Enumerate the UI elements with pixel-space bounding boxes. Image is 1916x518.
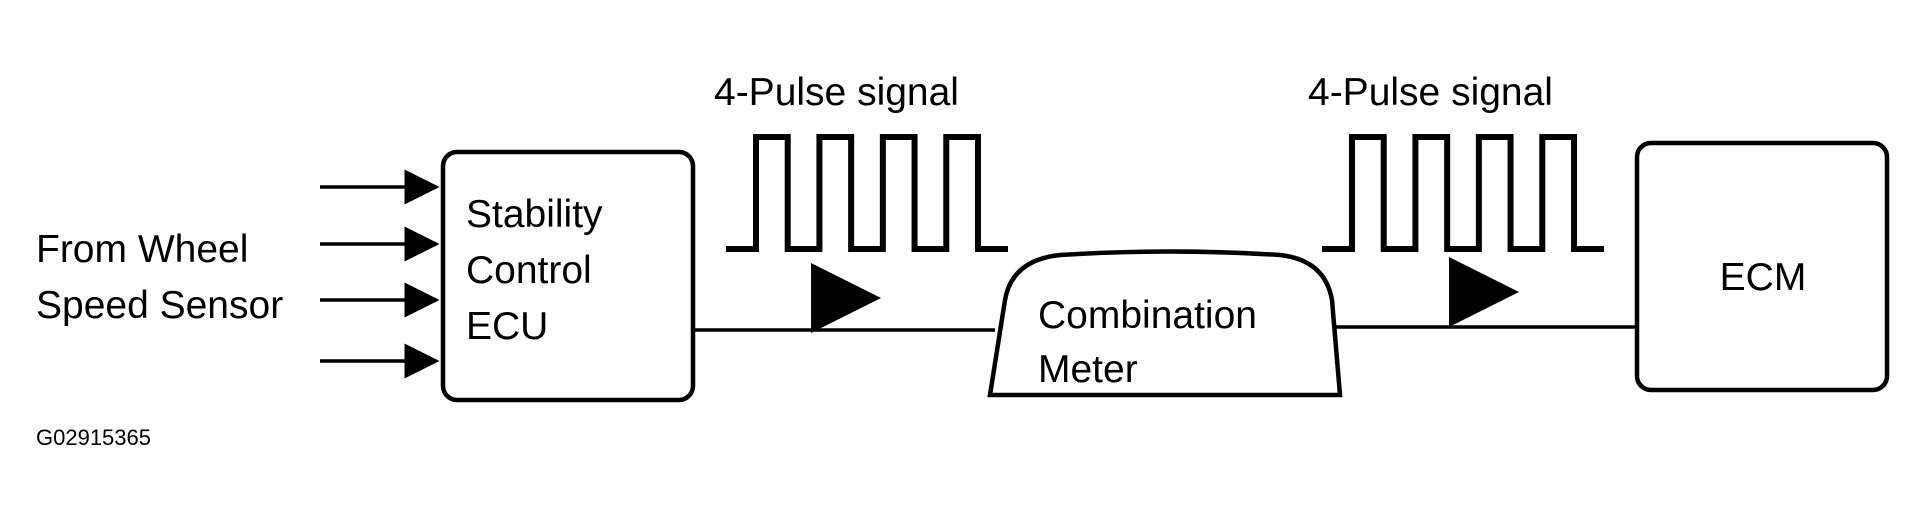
input-label-line1: From Wheel xyxy=(36,228,248,271)
ecu-label-line1: Stability xyxy=(466,193,603,236)
meter-label-line1: Combination xyxy=(1038,294,1257,337)
input-label-line2: Speed Sensor xyxy=(36,284,283,327)
ecu-label-line2: Control xyxy=(466,249,592,292)
ecu-box xyxy=(440,149,696,403)
figure-id: G02915365 xyxy=(36,425,151,450)
ecm-box xyxy=(1634,140,1890,393)
meter-box xyxy=(987,249,1343,398)
ecu-label-line3: ECU xyxy=(466,305,548,348)
signal-label-right: 4-Pulse signal xyxy=(1308,71,1553,114)
ecm-label: ECM xyxy=(1720,256,1807,299)
meter-label-line2: Meter xyxy=(1038,348,1138,391)
pulse-waveform-left xyxy=(726,134,1008,252)
wheel-sensor-arrows xyxy=(320,169,440,379)
signal-label-left: 4-Pulse signal xyxy=(714,71,959,114)
pulse-waveform-right xyxy=(1322,134,1604,252)
